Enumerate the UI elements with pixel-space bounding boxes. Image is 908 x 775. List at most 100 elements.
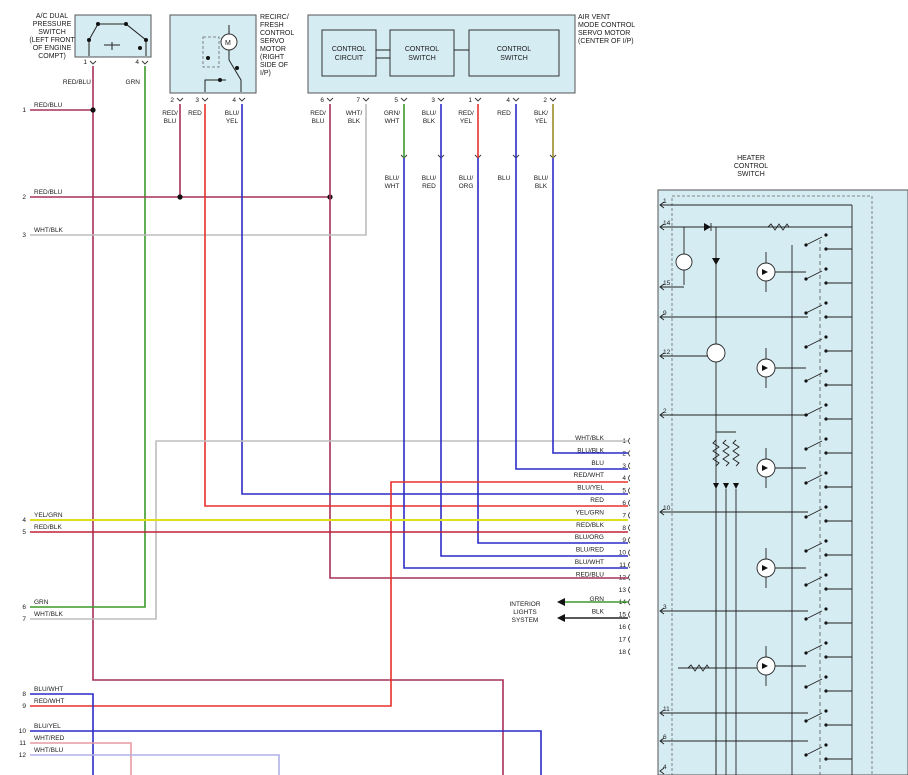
recirc-motor-title: MOTOR xyxy=(260,46,286,53)
heater-pin-number: 3 xyxy=(663,604,667,611)
recirc-motor-title: FRESH xyxy=(260,22,284,29)
switch-contact xyxy=(804,243,808,247)
right-connector-chevron xyxy=(628,648,631,656)
switch-contact xyxy=(824,743,828,747)
vent-pin-number: 3 xyxy=(431,97,435,104)
recirc-wire-label: BLU/ xyxy=(225,110,240,117)
connector-chevron xyxy=(437,97,445,102)
resistor-icon xyxy=(712,439,720,467)
right-connector-wire: BLU/RED xyxy=(576,547,604,554)
left-connector-wire: RED/BLK xyxy=(34,524,62,531)
right-connector-chevron xyxy=(628,636,631,643)
ac-switch-title: A/C DUAL xyxy=(36,13,68,20)
splice-dot xyxy=(90,107,96,113)
recirc-fresh-servo-motor: M xyxy=(169,14,257,94)
left-connector-pin: 2 xyxy=(22,194,26,201)
switch-contact xyxy=(804,277,808,281)
right-connector-chevron xyxy=(628,549,631,556)
switch-contact xyxy=(804,447,808,451)
switch-contact xyxy=(824,301,828,305)
left-connector-pin: 12 xyxy=(19,752,27,759)
ac-wire-label: GRN xyxy=(126,79,141,86)
ac-switch-title: PRESSURE xyxy=(33,21,72,28)
switch-contact xyxy=(824,471,828,475)
right-connector-wire: WHT/BLK xyxy=(575,435,605,442)
vent-pin-number: 5 xyxy=(394,97,398,104)
connector-chevron xyxy=(176,97,184,102)
control-switch-label: SWITCH xyxy=(408,55,436,62)
diode-icon xyxy=(723,483,729,489)
wire-red-wht xyxy=(30,481,628,707)
control-switch-label: CONTROL xyxy=(405,46,439,53)
switch-contact xyxy=(824,335,828,339)
control-circuit-label: CIRCUIT xyxy=(335,55,364,62)
recirc-motor-title: SIDE OF xyxy=(260,62,288,69)
vent-wire-label: RED/ xyxy=(458,110,474,117)
connector-chevron xyxy=(400,97,408,102)
heater-switch-title: CONTROL xyxy=(734,163,768,170)
heater-line xyxy=(805,236,823,246)
recirc-motor-title: (RIGHT xyxy=(260,54,285,61)
left-connector-wire: RED/BLU xyxy=(34,189,62,196)
heater-line xyxy=(805,712,823,722)
switch-contact xyxy=(804,549,808,553)
heater-pin-number: 2 xyxy=(663,408,667,415)
vent-motor-title: (CENTER OF I/P) xyxy=(578,38,634,45)
diode-icon xyxy=(762,465,768,471)
recirc-motor-title: RECIRC/ xyxy=(260,14,289,21)
right-connector-chevron xyxy=(628,574,631,581)
vent-pin-number: 7 xyxy=(356,97,360,104)
right-connector-wire: GRN xyxy=(590,596,605,603)
right-connector-pin: 6 xyxy=(622,500,626,507)
ac-switch-title: OF ENGINE xyxy=(33,45,72,52)
right-connector-pin: 5 xyxy=(622,488,626,495)
heater-line xyxy=(805,304,823,314)
right-connector-pin: 15 xyxy=(619,612,627,619)
vent-motor-title: SERVO MOTOR xyxy=(578,30,630,37)
vent-wire-label: GRN/ xyxy=(384,110,400,117)
vent-wire-label: RED/ xyxy=(310,110,326,117)
vent-lower-wire-label: BLU/ xyxy=(422,175,437,182)
ac-pin-number: 1 xyxy=(83,59,87,66)
left-connector-pin: 4 xyxy=(22,517,26,524)
switch-contact xyxy=(824,709,828,713)
switch-contact xyxy=(804,515,808,519)
right-connector-pin: 17 xyxy=(619,636,627,643)
right-connector-pin: 9 xyxy=(622,537,626,544)
connector-chevron xyxy=(549,97,557,102)
switch-contact xyxy=(824,437,828,441)
heater-pin-number: 11 xyxy=(663,706,670,713)
right-connector-chevron xyxy=(628,487,631,494)
heater-line xyxy=(805,338,823,348)
left-connector-wire: WHT/RED xyxy=(34,735,65,742)
diode-icon xyxy=(712,258,720,265)
right-connector-pin: 2 xyxy=(622,450,626,457)
diode-icon xyxy=(704,223,711,231)
vent-wire-label: BLK xyxy=(423,118,436,125)
wire-blu-red xyxy=(440,104,628,557)
switch-contact xyxy=(804,345,808,349)
wire-wht-blu-12 xyxy=(30,754,280,775)
wire-recirc-blu-yel xyxy=(241,104,628,495)
left-connector-pin: 11 xyxy=(19,740,26,747)
right-connector-chevron xyxy=(628,536,631,544)
resistor-icon xyxy=(767,223,790,231)
switch-contact xyxy=(824,675,828,679)
control-circuit-label: CONTROL xyxy=(332,46,366,53)
right-connector-wire: BLU/BLK xyxy=(577,447,604,454)
right-connector-wire: RED/BLK xyxy=(576,522,604,529)
vent-wire-label: BLK/ xyxy=(534,110,548,117)
connector-chevron xyxy=(474,97,482,102)
heater-line xyxy=(805,406,823,416)
left-connector-wire: GRN xyxy=(34,599,49,606)
vent-wire-label: WHT xyxy=(385,118,400,125)
left-connector-pin: 1 xyxy=(22,107,26,114)
heater-line xyxy=(805,508,823,518)
right-connector-wire: BLU/YEL xyxy=(577,485,604,492)
left-connector-wire: WHT/BLK xyxy=(34,611,64,618)
switch-contact xyxy=(804,617,808,621)
connector-chevron xyxy=(141,60,149,65)
heater-pin-number: 12 xyxy=(663,349,671,356)
recirc-motor-title: I/P) xyxy=(260,70,271,77)
recirc-wire-label: RED/ xyxy=(162,110,178,117)
